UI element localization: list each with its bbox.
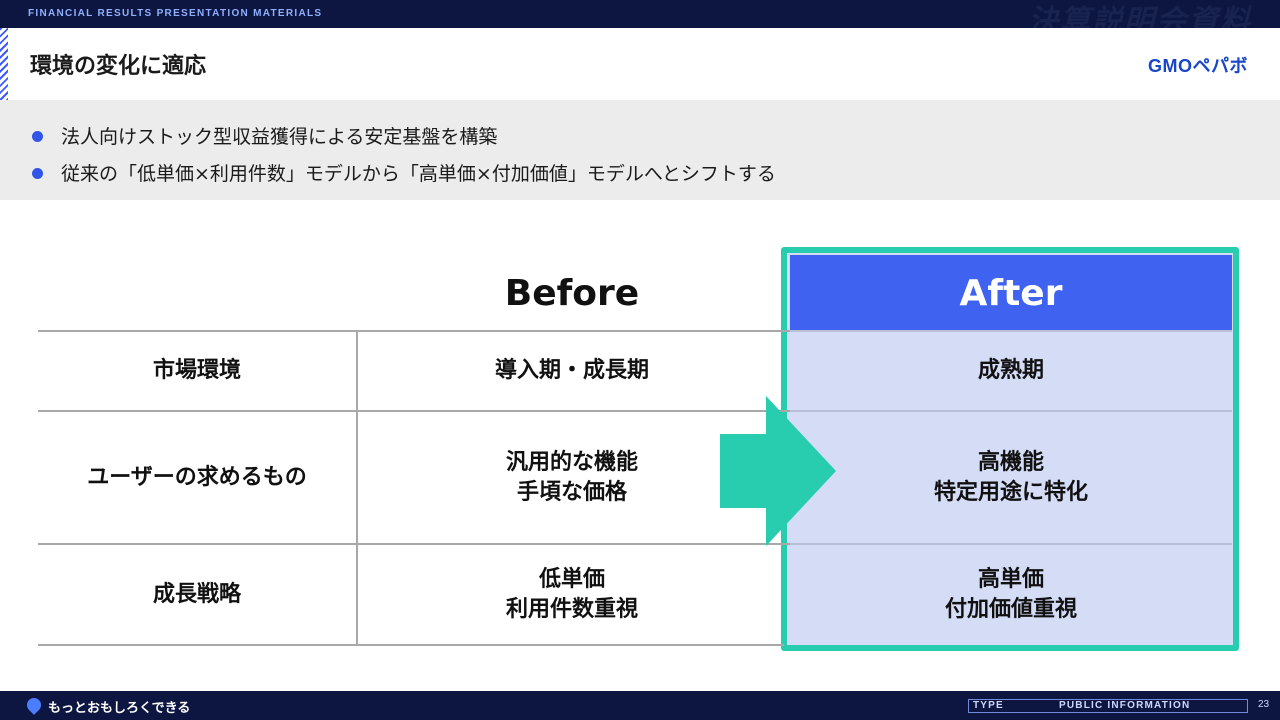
- row-label: 市場環境: [38, 332, 356, 410]
- row-divider: [38, 644, 784, 646]
- disclosure-badge: TYPE PUBLIC INFORMATION: [968, 699, 1248, 713]
- bullet-dot-icon: [32, 131, 43, 142]
- row-divider: [38, 330, 790, 332]
- after-cell: 高単価 付加価値重視: [790, 545, 1232, 644]
- footer-slogan: もっとおもしろくできる: [48, 701, 191, 716]
- slide-header: 環境の変化に適応 GMOペパボ: [0, 28, 1280, 100]
- after-cell-text: 高単価: [977, 566, 1044, 592]
- bullet-text: 法人向けストック型収益獲得による安定基盤を構築: [61, 125, 498, 148]
- row-label: 成長戦略: [38, 545, 356, 644]
- before-cell-text: 利用件数重視: [505, 596, 638, 622]
- before-cell-text: 導入期・成長期: [494, 358, 649, 383]
- before-cell-text: 手頃な価格: [516, 479, 627, 505]
- company-logo: GMOペパボ: [1148, 56, 1248, 76]
- column-divider: [356, 331, 358, 645]
- row-label-text: ユーザーの求めるもの: [87, 464, 307, 490]
- bullet-item: 法人向けストック型収益獲得による安定基盤を構築: [30, 118, 776, 155]
- top-banner: FINANCIAL RESULTS PRESENTATION MATERIALS…: [0, 0, 1280, 39]
- before-cell: 汎用的な機能 手頃な価格: [358, 412, 786, 543]
- after-header: After: [790, 255, 1232, 331]
- before-cell-text: 低単価: [538, 566, 605, 592]
- slide-footer: もっとおもしろくできる TYPE PUBLIC INFORMATION 23: [0, 691, 1280, 720]
- after-cell-text: 特定用途に特化: [933, 479, 1088, 505]
- row-divider: [38, 543, 790, 545]
- header-stripe: [0, 28, 8, 100]
- page-number: 23: [1258, 699, 1270, 710]
- row-label-text: 市場環境: [152, 358, 241, 383]
- after-cell-text: 高機能: [977, 449, 1044, 475]
- row-divider: [38, 410, 790, 412]
- bullet-list: 法人向けストック型収益獲得による安定基盤を構築 従来の「低単価×利用件数」モデル…: [30, 118, 776, 192]
- bullet-item: 従来の「低単価×利用件数」モデルから「高単価×付加価値」モデルへとシフトする: [30, 155, 776, 192]
- location-pin-icon: [24, 695, 44, 715]
- summary-panel: 法人向けストック型収益獲得による安定基盤を構築 従来の「低単価×利用件数」モデル…: [0, 100, 1280, 200]
- before-cell: 低単価 利用件数重視: [358, 545, 786, 644]
- after-cell: 成熟期: [790, 332, 1232, 410]
- banner-tagline: FINANCIAL RESULTS PRESENTATION MATERIALS: [28, 8, 323, 19]
- after-cell: 高機能 特定用途に特化: [790, 412, 1232, 543]
- right-arrow-icon: [720, 396, 836, 546]
- row-divider: [790, 410, 1232, 412]
- page-title: 環境の変化に適応: [30, 54, 207, 79]
- before-cell: 導入期・成長期: [358, 332, 786, 410]
- row-divider: [790, 543, 1232, 545]
- row-divider: [790, 330, 1232, 332]
- bullet-text: 従来の「低単価×利用件数」モデルから「高単価×付加価値」モデルへとシフトする: [61, 162, 776, 185]
- info-label: PUBLIC INFORMATION: [1059, 700, 1191, 711]
- row-label-text: 成長戦略: [152, 581, 241, 607]
- bullet-dot-icon: [32, 168, 43, 179]
- after-cell-text: 成熟期: [977, 358, 1044, 383]
- after-cell-text: 付加価値重視: [944, 596, 1077, 622]
- type-label: TYPE: [973, 700, 1004, 711]
- row-label: ユーザーの求めるもの: [38, 412, 356, 543]
- before-header: Before: [504, 272, 640, 314]
- before-cell-text: 汎用的な機能: [505, 449, 638, 475]
